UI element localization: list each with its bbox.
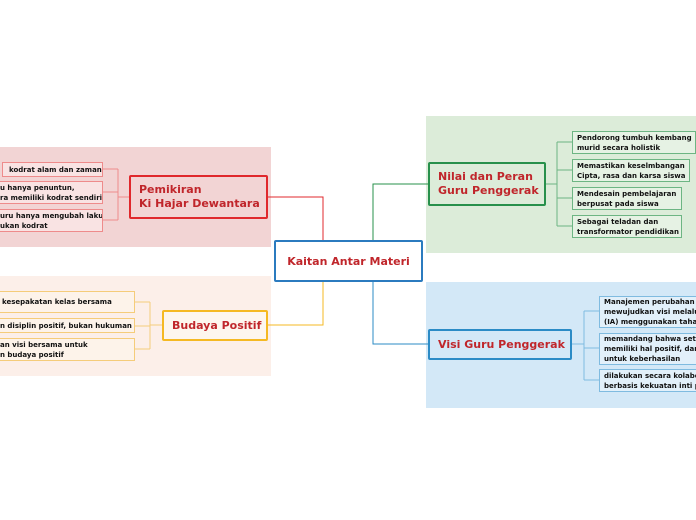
connector-nilai-leaves xyxy=(545,141,572,227)
leaf-nilai-1-line-1: Pendorong tumbuh kembang xyxy=(577,133,692,142)
connector-budaya-leaves xyxy=(135,301,162,350)
leaf-pemikiran-2-line-2: ra memiliki kodrat sendiri xyxy=(0,193,103,202)
node-nilai[interactable]: Nilai dan Peran Guru Penggerak xyxy=(428,162,546,206)
leaf-visi-2-line-2: memiliki hal positif, dan xyxy=(604,345,696,353)
leaf-nilai-4-line-2: transformator pendidikan xyxy=(577,227,679,236)
leaf-nilai-1[interactable]: Pendorong tumbuh kembang murid secara ho… xyxy=(572,131,696,154)
center-node-label: Kaitan Antar Materi xyxy=(287,254,410,268)
leaf-nilai-1-line-2: murid secara holistik xyxy=(577,143,661,152)
node-pemikiran[interactable]: Pemikiran Ki Hajar Dewantara xyxy=(129,175,268,219)
leaf-pemikiran-1-line-1: kodrat alam dan zaman xyxy=(9,165,102,174)
leaf-budaya-3-line-1: an visi bersama untuk xyxy=(0,340,88,349)
leaf-visi-2-line-3: untuk keberhasilan xyxy=(604,355,681,363)
leaf-nilai-3-line-1: Mendesain pembelajaran xyxy=(577,189,677,198)
connector-nilai xyxy=(372,183,428,240)
leaf-visi-2[interactable]: memandang bahwa setiap memiliki hal posi… xyxy=(599,333,696,365)
leaf-budaya-1[interactable]: kesepakatan kelas bersama xyxy=(0,291,135,313)
leaf-pemikiran-1[interactable]: kodrat alam dan zaman xyxy=(2,162,103,177)
center-node[interactable]: Kaitan Antar Materi xyxy=(274,240,423,282)
leaf-budaya-3-line-2: n budaya positif xyxy=(0,350,64,359)
leaf-visi-1-line-1: Manajemen perubahan xyxy=(604,298,695,306)
node-visi-label: Visi Guru Penggerak xyxy=(438,337,565,351)
leaf-pemikiran-3[interactable]: uru hanya mengubah laku ukan kodrat xyxy=(0,209,103,232)
leaf-visi-3[interactable]: dilakukan secara kolabor berbasis kekuat… xyxy=(599,369,696,392)
leaf-nilai-4[interactable]: Sebagai teladan dan transformator pendid… xyxy=(572,215,682,238)
leaf-visi-2-line-1: memandang bahwa setiap xyxy=(604,335,696,343)
node-budaya-label: Budaya Positif xyxy=(172,318,262,332)
leaf-visi-1[interactable]: Manajemen perubahan mewujudkan visi mela… xyxy=(599,296,696,328)
leaf-nilai-2[interactable]: Memastikan keselmbangan Cipta, rasa dan … xyxy=(572,159,690,182)
leaf-visi-3-line-2: berbasis kekuatan inti p xyxy=(604,381,696,390)
connector-visi xyxy=(372,282,428,345)
connector-visi-leaves xyxy=(571,310,599,381)
leaf-nilai-2-line-1: Memastikan keselmbangan xyxy=(577,161,685,170)
node-budaya[interactable]: Budaya Positif xyxy=(162,310,268,341)
leaf-pemikiran-3-line-1: uru hanya mengubah laku xyxy=(0,211,103,220)
connector-budaya xyxy=(268,282,324,326)
node-visi[interactable]: Visi Guru Penggerak xyxy=(428,329,572,360)
leaf-visi-1-line-2: mewujudkan visi melalui xyxy=(604,308,696,316)
leaf-budaya-1-line-1: kesepakatan kelas bersama xyxy=(2,298,112,306)
leaf-budaya-2-line-1: n disiplin positif, bukan hukuman xyxy=(0,321,132,330)
node-nilai-line-2: Guru Penggerak xyxy=(438,184,539,197)
node-pemikiran-line-1: Pemikiran xyxy=(139,183,202,196)
leaf-budaya-2[interactable]: n disiplin positif, bukan hukuman xyxy=(0,318,135,333)
connector-pemikiran xyxy=(268,196,324,240)
node-nilai-line-1: Nilai dan Peran xyxy=(438,170,533,183)
leaf-visi-1-line-3: (IA) menggunakan tahap xyxy=(604,318,696,326)
leaf-nilai-3[interactable]: Mendesain pembelajaran berpusat pada sis… xyxy=(572,187,682,210)
leaf-nilai-4-line-1: Sebagai teladan dan xyxy=(577,217,659,226)
leaf-budaya-3[interactable]: an visi bersama untuk n budaya positif xyxy=(0,338,135,361)
node-pemikiran-line-2: Ki Hajar Dewantara xyxy=(139,197,260,210)
leaf-nilai-2-line-2: Cipta, rasa dan karsa siswa xyxy=(577,171,686,180)
leaf-visi-3-line-1: dilakukan secara kolabor xyxy=(604,371,696,380)
connector-pemikiran-leaves xyxy=(103,168,129,221)
leaf-pemikiran-2-line-1: u hanya penuntun, xyxy=(0,183,75,192)
leaf-pemikiran-3-line-2: ukan kodrat xyxy=(0,221,48,230)
leaf-pemikiran-2[interactable]: u hanya penuntun, ra memiliki kodrat sen… xyxy=(0,181,103,204)
leaf-nilai-3-line-2: berpusat pada siswa xyxy=(577,199,659,208)
